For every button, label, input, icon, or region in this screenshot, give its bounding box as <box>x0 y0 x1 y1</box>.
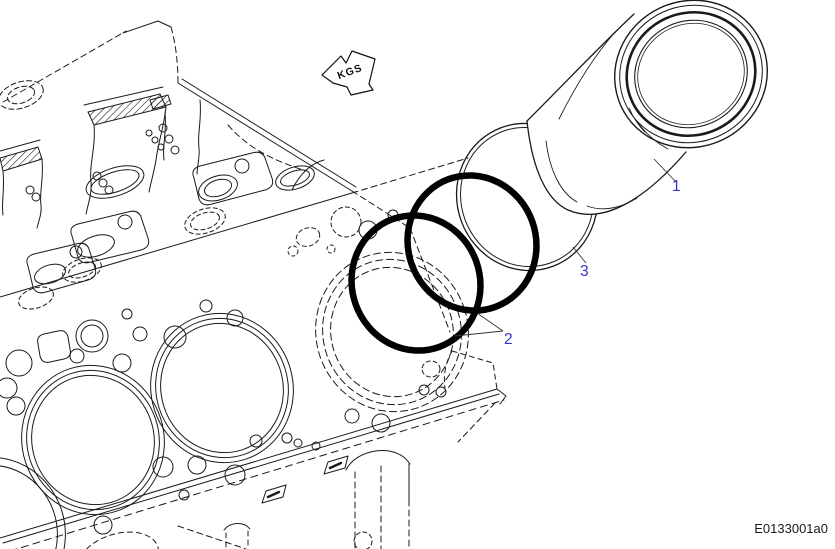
deck-holes <box>0 206 447 535</box>
o-rings <box>348 172 540 354</box>
drawing-number: E0133001a0 <box>754 521 828 536</box>
callout-1[interactable]: 1 <box>672 178 681 195</box>
kgs-flag-shape <box>321 50 376 96</box>
o-ring-rear <box>404 172 540 314</box>
deck-edge <box>0 350 507 549</box>
callout-leader-lines <box>454 158 677 337</box>
callout-3[interactable]: 3 <box>580 263 589 280</box>
engine-block-drawing <box>0 20 507 549</box>
cylinder-liner <box>526 0 769 215</box>
bearing-webs <box>0 86 315 310</box>
callout-2[interactable]: 2 <box>504 331 513 348</box>
o-ring-front <box>348 212 484 354</box>
cylinder-bores <box>0 251 469 549</box>
hidden-bank-outline <box>0 20 469 333</box>
